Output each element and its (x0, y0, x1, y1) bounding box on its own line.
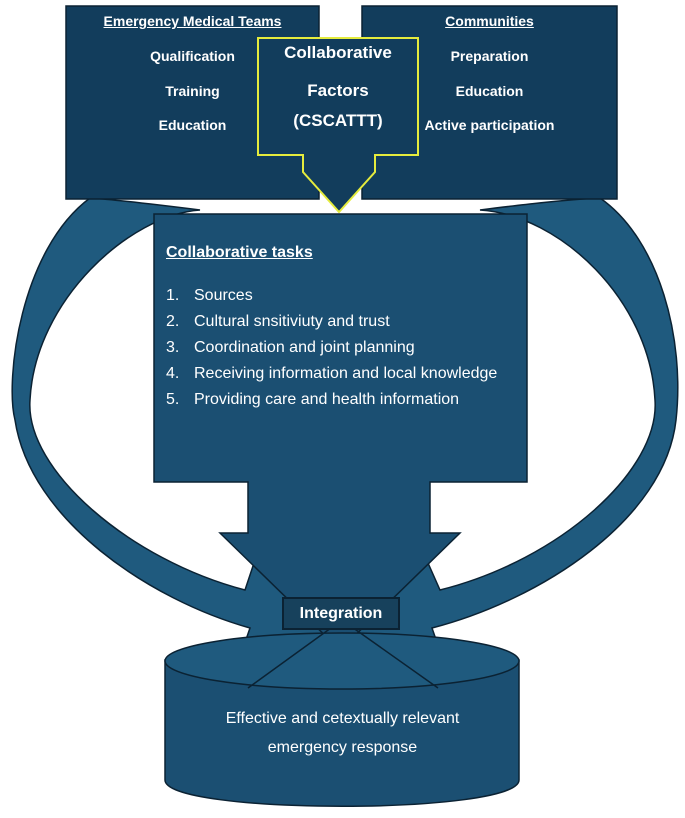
integration-box: Integration (282, 597, 400, 630)
task-item: 4. Receiving information and local knowle… (166, 361, 516, 387)
task-label: Providing care and health information (194, 391, 460, 408)
task-label: Sources (194, 287, 253, 304)
collaborative-factors-arrow (257, 37, 419, 214)
collaborative-tasks-list: 1. Sources 2. Cultural snsitiviuty and tru… (166, 283, 516, 413)
collaborative-factors-line: (CSCATTT) (293, 111, 383, 130)
task-number: 3. (166, 339, 180, 356)
task-item: 2. Cultural snsitiviuty and trust (166, 309, 516, 335)
communities-title: Communities (445, 13, 534, 29)
outcome-label: Effective and cetextually relevant emerg… (170, 704, 515, 762)
task-label: Cultural snsitiviuty and trust (194, 313, 390, 330)
task-number: 1. (166, 287, 180, 304)
collaborative-factors-label: Collaborative Factors (CSCATTT) (258, 38, 418, 136)
collaborative-factors-line: Collaborative (284, 43, 392, 62)
outcome-cylinder-top (164, 632, 520, 690)
communities-item: Active participation (424, 117, 555, 133)
task-label: Receiving information and local knowledg… (194, 365, 498, 382)
collaborative-tasks-arrow (153, 213, 528, 652)
emergency-teams-item: Qualification (150, 48, 235, 64)
collaborative-factors-line: Factors (307, 81, 369, 100)
communities-item: Education (455, 83, 524, 99)
outcome-cylinder-body (164, 659, 520, 807)
task-number: 4. (166, 365, 180, 382)
outcome-line: Effective and cetextually relevant (225, 710, 460, 727)
emergency-teams-item: Training (165, 83, 220, 99)
task-number: 5. (166, 391, 180, 408)
emergency-teams-item: Education (158, 117, 227, 133)
emergency-teams-title: Emergency Medical Teams (103, 13, 282, 29)
task-label: Coordination and joint planning (194, 339, 415, 356)
task-item: 3. Coordination and joint planning (166, 335, 516, 361)
communities-item: Preparation (450, 48, 529, 64)
collaborative-tasks-title: Collaborative tasks (166, 244, 313, 261)
task-item: 1. Sources (166, 283, 516, 309)
task-number: 2. (166, 313, 180, 330)
task-item: 5. Providing care and health information (166, 387, 516, 413)
outcome-line: emergency response (267, 739, 418, 756)
